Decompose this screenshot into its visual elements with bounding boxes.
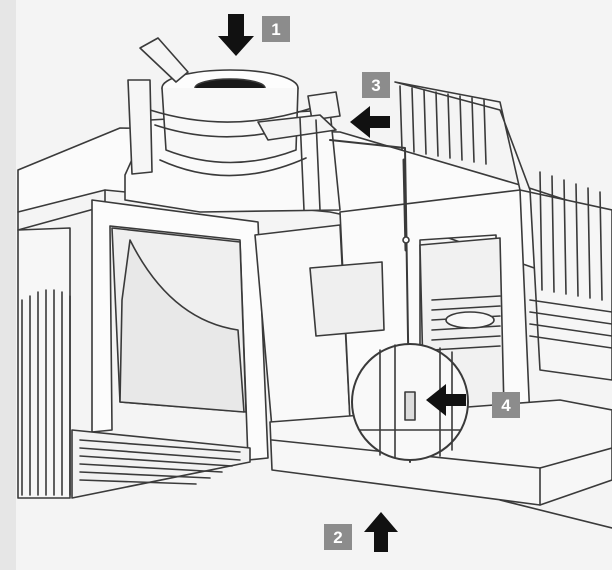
right-side-grille	[399, 85, 603, 301]
callout-4-label: 4	[501, 396, 511, 415]
left-frame	[17, 227, 71, 499]
callout-3-badge	[362, 72, 390, 98]
right-chamber-opening	[309, 261, 385, 337]
callout-3: 3	[350, 72, 390, 138]
left-margin-strip	[0, 0, 16, 570]
machine-line-art	[17, 37, 612, 529]
brew-unit-cylinder	[161, 87, 299, 164]
right-lower-grid	[529, 299, 612, 349]
callout-4-badge	[492, 392, 520, 418]
drip-tray	[269, 399, 612, 506]
down-arrow-icon	[218, 14, 254, 56]
left-chamber-curved-wall	[119, 239, 245, 413]
callout-3-label: 3	[371, 76, 380, 95]
up-arrow-icon	[364, 512, 398, 552]
callout-2: 2	[324, 512, 398, 552]
callout-2-badge	[324, 524, 352, 550]
brew-unit-handle	[139, 37, 189, 83]
left-arrow-icon	[350, 106, 390, 138]
right-side-panel	[394, 81, 612, 381]
callout-4: 4	[426, 384, 520, 418]
callout-1: 1	[218, 14, 290, 56]
left-side-grille	[21, 289, 71, 496]
left-arrow-icon	[426, 384, 466, 416]
left-drip-grid	[79, 439, 241, 485]
callout-1-badge	[262, 16, 290, 42]
callout-2-label: 2	[333, 528, 342, 547]
callout-1-label: 1	[271, 20, 280, 39]
